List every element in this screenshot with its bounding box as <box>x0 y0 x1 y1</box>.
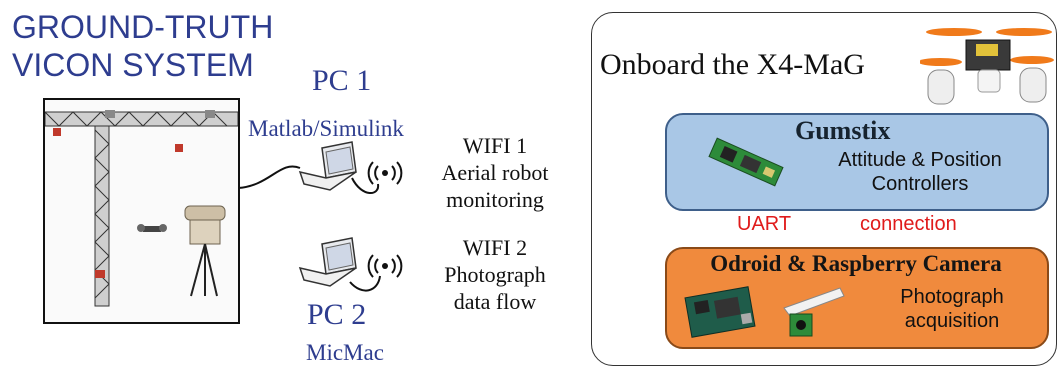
odroid-camera-image <box>684 286 845 338</box>
pc2-title: PC 2 <box>307 298 367 331</box>
vicon-title-line2: VICON SYSTEM <box>12 47 254 83</box>
vicon-to-pc1-cable <box>237 165 301 189</box>
pc1-software: Matlab/Simulink <box>248 116 404 141</box>
wifi2-line1: Photograph <box>444 262 546 287</box>
wifi2-line2: data flow <box>453 289 537 314</box>
laptop-pc2-icon <box>298 237 357 287</box>
odroid-description: Photograph acquisition <box>872 285 1032 333</box>
gumstix-desc-line1: Attitude & Position <box>838 149 1002 171</box>
gumstix-desc-line2: Controllers <box>871 173 969 195</box>
wifi1-label: WIFI 1 <box>462 133 528 158</box>
gumstix-board-image <box>708 137 784 187</box>
gumstix-title: Gumstix <box>795 116 891 145</box>
pc2-software: MicMac <box>306 340 384 365</box>
pc1-title: PC 1 <box>312 64 372 97</box>
onboard-title: Onboard the X4-MaG <box>600 48 865 81</box>
odroid-title: Odroid & Raspberry Camera <box>710 251 1002 276</box>
laptop-pc1-icon <box>298 141 357 191</box>
wifi1-line2: monitoring <box>446 187 544 212</box>
uart-label: UART <box>737 213 792 235</box>
vicon-title-line1: GROUND-TRUTH <box>12 9 274 45</box>
gumstix-description: Attitude & Position Controllers <box>815 148 1025 196</box>
pc2-to-wifi2-cable <box>349 275 381 292</box>
vicon-photo <box>43 98 240 324</box>
pc1-to-wifi1-cable <box>351 177 380 194</box>
vicon-truss-illustration <box>45 100 238 322</box>
wifi1-antenna-icon <box>367 161 403 185</box>
connection-label: connection <box>860 213 957 235</box>
quadrotor-image <box>920 28 1054 105</box>
wifi2-antenna-icon <box>367 254 403 278</box>
wifi1-line1: Aerial robot <box>441 160 549 185</box>
odroid-desc-line1: Photograph <box>900 286 1004 308</box>
vicon-title: GROUND-TRUTH VICON SYSTEM <box>12 8 273 84</box>
odroid-desc-line2: acquisition <box>904 310 1000 332</box>
wifi2-label-block: WIFI 2 Photograph data flow <box>430 234 560 315</box>
odroid-box <box>665 247 1049 349</box>
wifi2-label: WIFI 2 <box>462 235 528 260</box>
wifi1-label-block: WIFI 1 Aerial robot monitoring <box>430 132 560 213</box>
